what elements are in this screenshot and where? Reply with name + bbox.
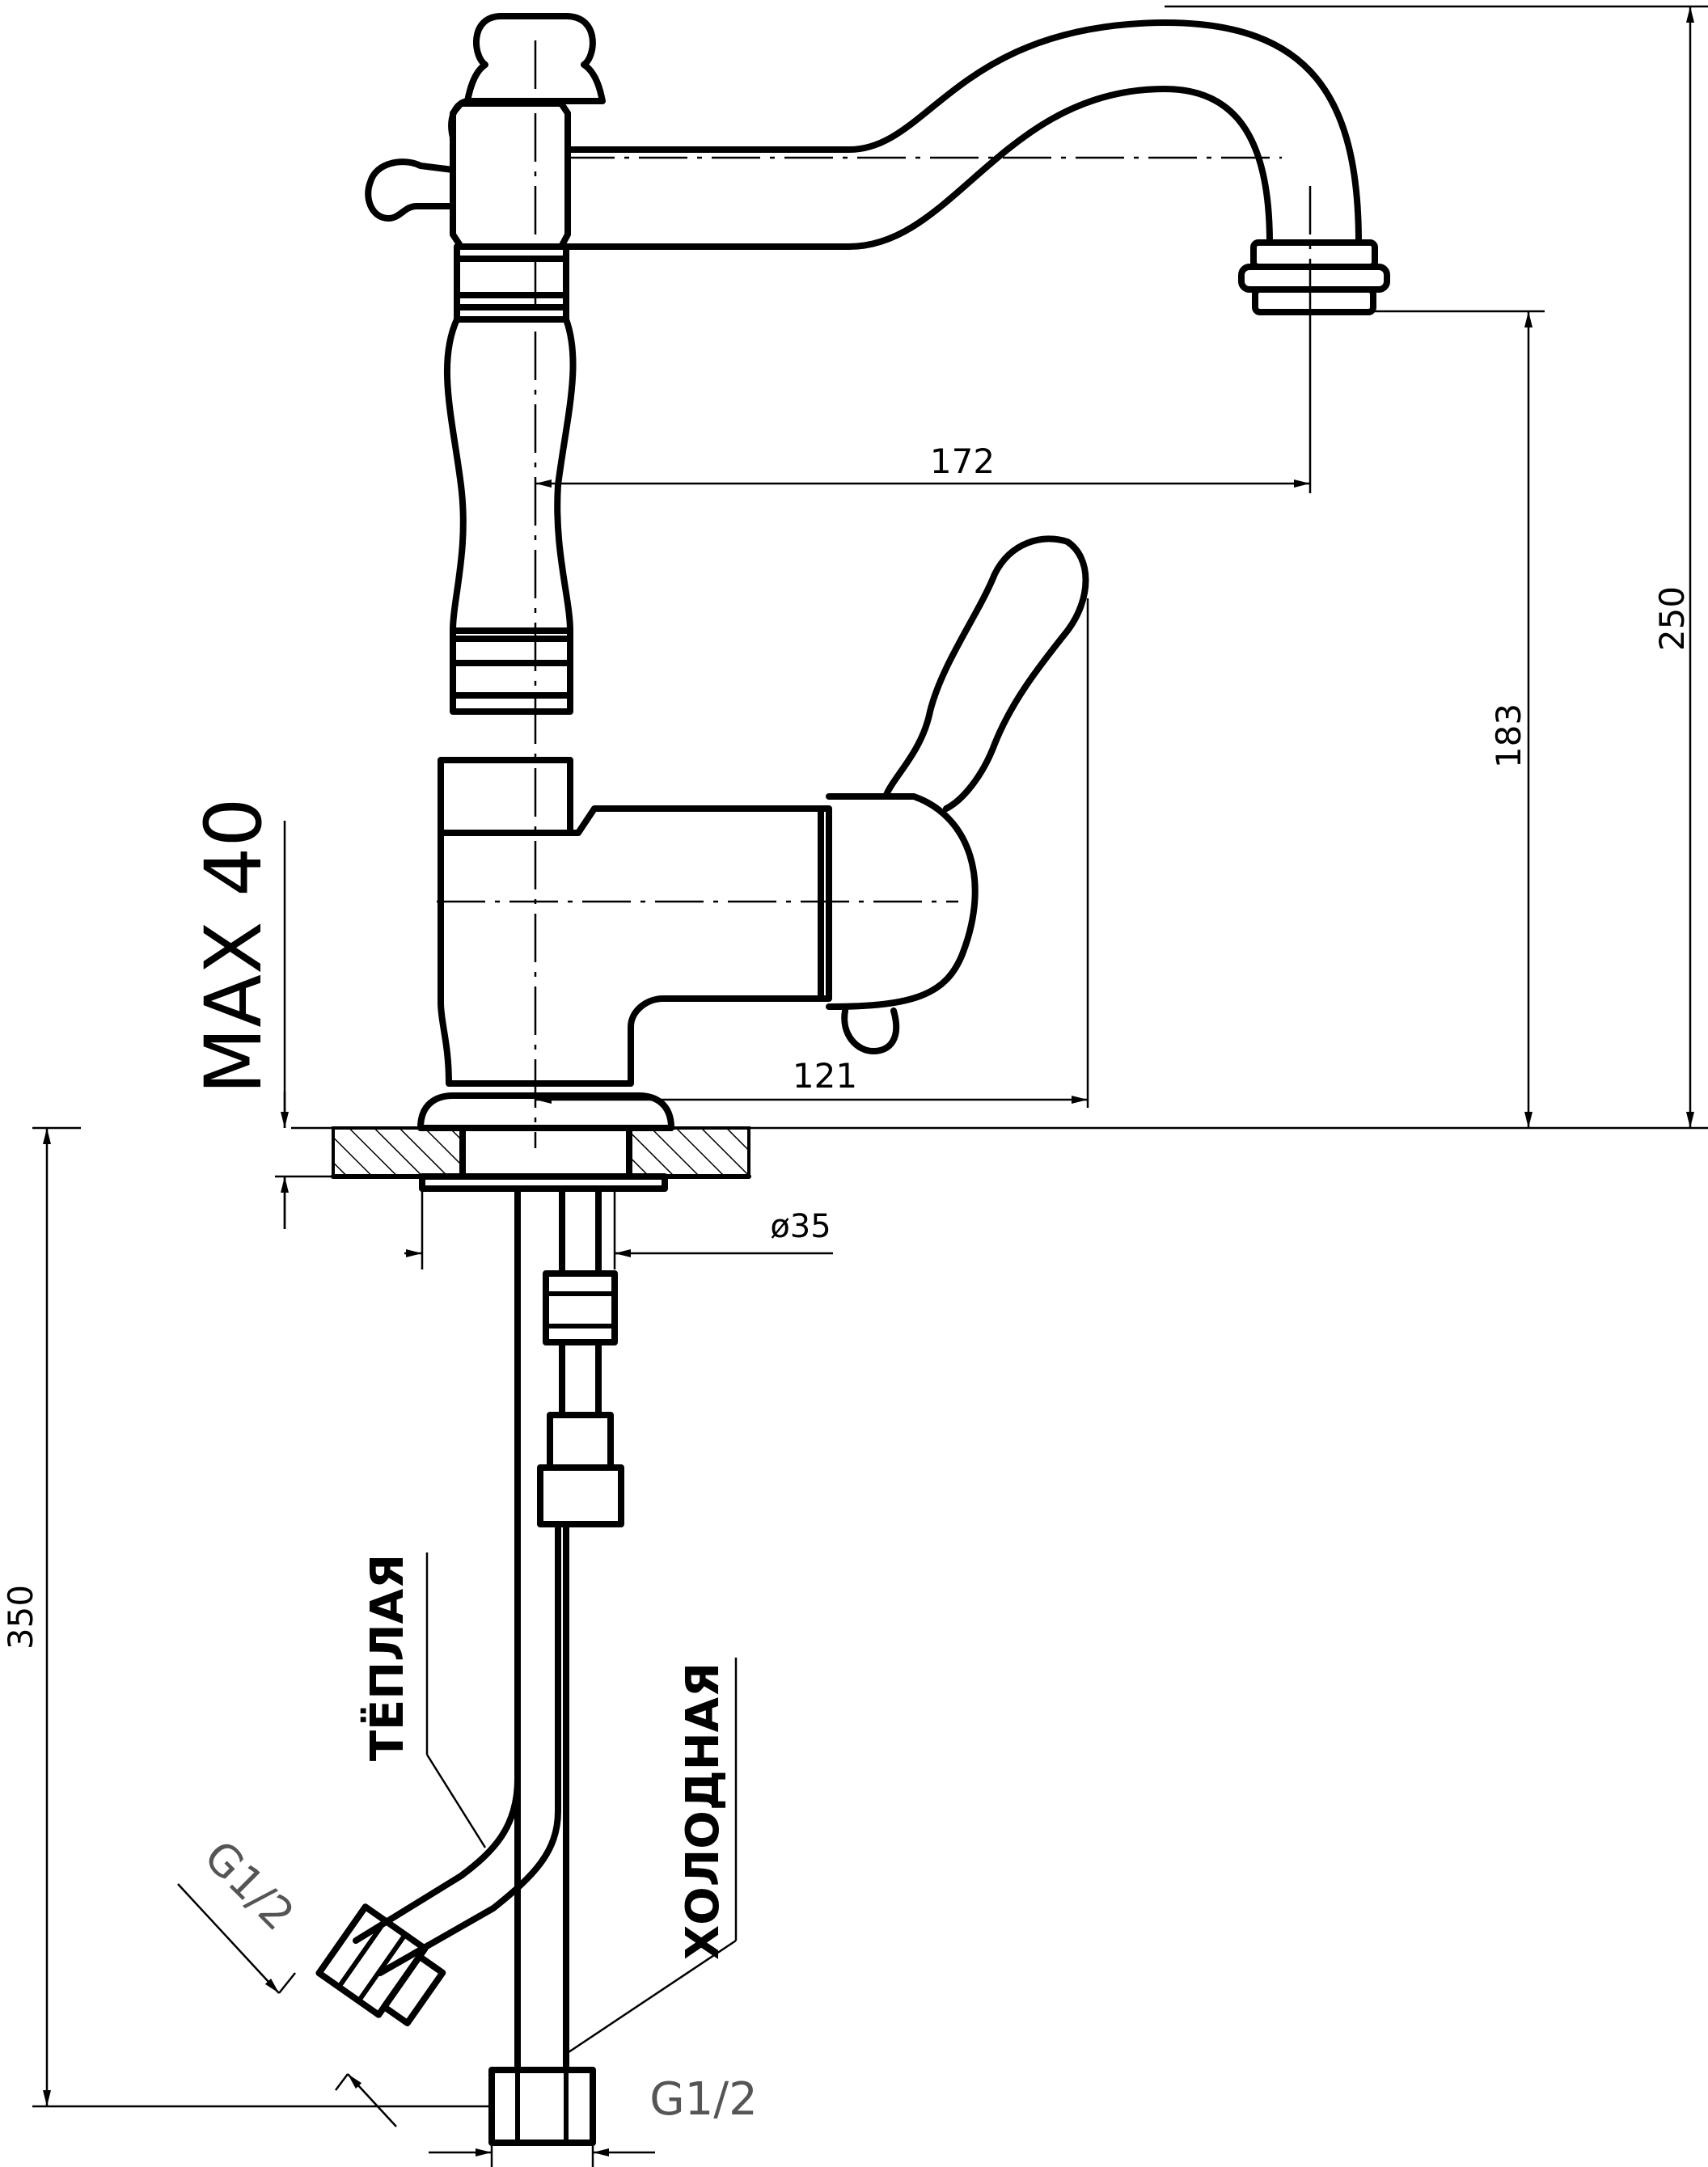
faucet-column: [365, 13, 824, 1087]
countertop-hatch-right: [628, 1126, 750, 1178]
spout: [564, 19, 1390, 315]
dim-thread-cold: G1/2: [649, 2073, 758, 2126]
mounting-base: [291, 1092, 1708, 1192]
dim-mount-diameter: ø35: [770, 1208, 831, 1245]
dimension-lines: [32, 5, 1708, 2167]
dimension-labels: 172 250 183 121 MAX 40 ø35 350 G1/2 G1/2…: [1, 441, 1692, 2126]
dim-spout-height: 183: [1489, 703, 1528, 768]
label-warm-hose: ТЁПЛАЯ: [361, 1554, 414, 1761]
label-cold-hose: ХОЛОДНАЯ: [677, 1662, 729, 1960]
dim-spout-reach: 172: [930, 441, 995, 481]
mixer-handle: [818, 535, 1089, 1054]
dim-total-height: 250: [1652, 586, 1692, 651]
dim-max-thickness: MAX 40: [188, 798, 279, 1095]
dim-hose-length: 350: [1, 1585, 40, 1650]
dim-thread-warm: G1/2: [194, 1831, 304, 1941]
dim-lever-reach: 121: [793, 1056, 857, 1096]
countertop-hatch-left: [332, 1126, 464, 1178]
hoses: [315, 1185, 624, 2146]
center-lines: [437, 40, 1312, 1148]
